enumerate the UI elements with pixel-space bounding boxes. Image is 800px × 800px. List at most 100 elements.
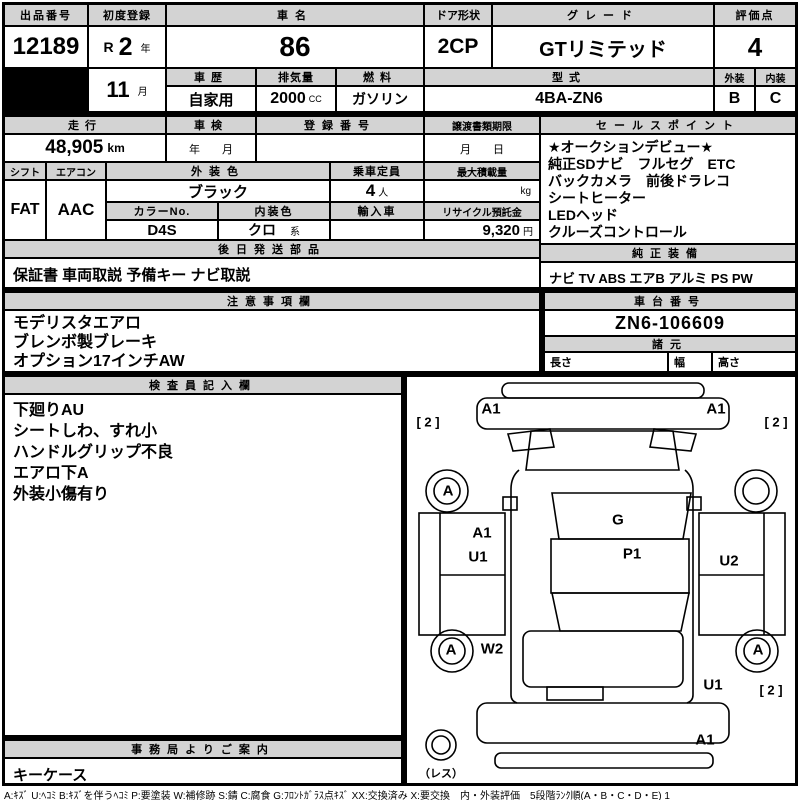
interior-color-label: 内装色	[218, 202, 330, 220]
sales-point-line: LEDヘッド	[548, 207, 618, 223]
spec-width-cell: 幅	[668, 352, 712, 372]
genuine-equipment-label: 純正装備	[540, 244, 796, 262]
car-name-value: 86	[166, 26, 424, 68]
transfer-deadline-value: 月 日	[424, 134, 540, 162]
first-registration-month: 11 月	[88, 68, 166, 112]
chassis-number-label: 車台番号	[544, 292, 796, 310]
sales-point-line: 純正SDナビ フルセグ ETC	[548, 156, 736, 172]
exterior-color-value: ブラック	[106, 180, 330, 202]
inspector-notes-list: 下廻りAU シートしわ、すれ小 ハンドルグリップ不良 エアロ下A 外装小傷有り	[4, 394, 402, 736]
grade-label: グレード	[492, 4, 714, 26]
tire-marker: [ 2 ]	[416, 414, 440, 430]
first-registration-year: R 2 年	[88, 26, 166, 68]
car-outline-drawing	[418, 382, 786, 769]
damage-marker: A1	[472, 524, 492, 542]
mileage-value: 48,905 km	[4, 134, 166, 162]
displacement-label: 排気量	[256, 68, 336, 86]
office-notice-label: 事務局よりご案内	[4, 740, 402, 758]
model-code-value: 4BA-ZN6	[424, 86, 714, 112]
aircon-value: AAC	[46, 180, 106, 240]
interior-color-name: クロ	[248, 222, 276, 238]
mileage-number: 48,905	[45, 137, 104, 158]
wheel-damage-marker: A	[752, 641, 764, 659]
first-registration-label: 初度登録	[88, 4, 166, 26]
shift-value: FAT	[4, 180, 46, 240]
spec-length-cell: 長さ	[544, 352, 668, 372]
max-payload-value: kg	[424, 180, 540, 202]
registration-number-label: 登録番号	[256, 116, 424, 134]
recycle-unit: 円	[523, 226, 533, 238]
color-number-value: D4S	[106, 220, 218, 240]
filler-black-cell	[4, 68, 88, 112]
mileage-unit: km	[107, 141, 125, 155]
recycle-deposit-label: リサイクル預託金	[424, 202, 540, 220]
fuel-value: ガソリン	[336, 86, 424, 112]
office-notice-value: キーケース	[4, 758, 402, 784]
displacement-unit: CC	[308, 94, 322, 104]
later-shipped-parts-label: 後日発送部品	[4, 240, 540, 258]
era-letter: R	[103, 39, 114, 55]
caution-line: モデリスタエアロ	[13, 315, 142, 332]
damage-marker: U1	[703, 676, 723, 694]
aircon-label: エアコン	[46, 162, 106, 180]
transfer-deadline-label: 譲渡書類期限	[424, 116, 540, 134]
damage-marker: U1	[468, 548, 488, 566]
damage-marker: P1	[622, 545, 642, 563]
history-value: 自家用	[166, 86, 256, 112]
damage-marker: A1	[706, 400, 726, 418]
reg-month: 11	[106, 77, 130, 102]
interior-color-value: クロ 系	[218, 220, 330, 240]
reg-year: 2	[118, 32, 133, 61]
chassis-number-value: ZN6-106609	[544, 310, 796, 336]
capacity-unit: 人	[378, 187, 389, 199]
import-value	[330, 220, 424, 240]
caution-line: ブレンボ製ブレーキ	[13, 334, 158, 351]
interior-grade-value: C	[755, 86, 796, 112]
exterior-grade-label: 外装	[714, 68, 755, 86]
spare-tire-missing-marker: （レス）	[419, 768, 463, 780]
displacement-value: 2000 CC	[256, 86, 336, 112]
exterior-grade-value: B	[714, 86, 755, 112]
interior-color-suffix: 系	[290, 226, 300, 238]
shift-label: シフト	[4, 162, 46, 180]
sales-point-line: バックカメラ 前後ドラレコ	[548, 173, 730, 189]
max-payload-label: 最大積載量	[424, 162, 540, 180]
registration-number-value	[256, 134, 424, 162]
recycle-deposit-value: 9,320 円	[424, 220, 540, 240]
car-name-label: 車名	[166, 4, 424, 26]
color-number-label: カラーNo.	[106, 202, 218, 220]
interior-grade-label: 内装	[755, 68, 796, 86]
displacement-number: 2000	[270, 90, 306, 107]
sales-point-line: シートヒーター	[548, 190, 646, 206]
capacity-label: 乗車定員	[330, 162, 424, 180]
tire-marker: [ 2 ]	[759, 682, 783, 698]
spec-label: 諸元	[544, 336, 796, 352]
exterior-color-label: 外装色	[106, 162, 330, 180]
grade-value: GTリミテッド	[492, 26, 714, 68]
capacity-value: 4 人	[330, 180, 424, 202]
later-shipped-parts-value: 保証書 車両取説 予備キー ナビ取説	[4, 258, 540, 288]
import-label: 輸入車	[330, 202, 424, 220]
history-label: 車歴	[166, 68, 256, 86]
damage-marker: A1	[481, 400, 501, 418]
car-damage-diagram: A1 A1 [ 2 ] [ 2 ] A A1 G U1 P1 U2 A W2 A…	[406, 376, 796, 784]
caution-line: オプション17インチAW	[13, 353, 185, 370]
damage-marker: A1	[695, 731, 715, 749]
inspection-value: 年 月	[166, 134, 256, 162]
sales-points-list: ★オークションデビュー★ 純正SDナビ フルセグ ETC バックカメラ 前後ドラ…	[540, 134, 796, 244]
damage-marker: G	[612, 511, 624, 529]
genuine-equipment-value: ナビ TV ABS エアB アルミ PS PW	[540, 262, 796, 288]
wheel-damage-marker: A	[442, 482, 454, 500]
inspector-line: 外装小傷有り	[13, 486, 110, 503]
model-code-label: 型式	[424, 68, 714, 86]
spec-height-cell: 高さ	[712, 352, 796, 372]
sales-point-line: クルーズコントロール	[548, 224, 687, 240]
inspection-label: 車検	[166, 116, 256, 134]
month-unit: 月	[137, 86, 148, 98]
damage-marker: U2	[719, 552, 739, 570]
fuel-label: 燃料	[336, 68, 424, 86]
recycle-amount: 9,320	[482, 221, 520, 239]
capacity-number: 4	[365, 181, 376, 200]
score-label: 評価点	[714, 4, 796, 26]
